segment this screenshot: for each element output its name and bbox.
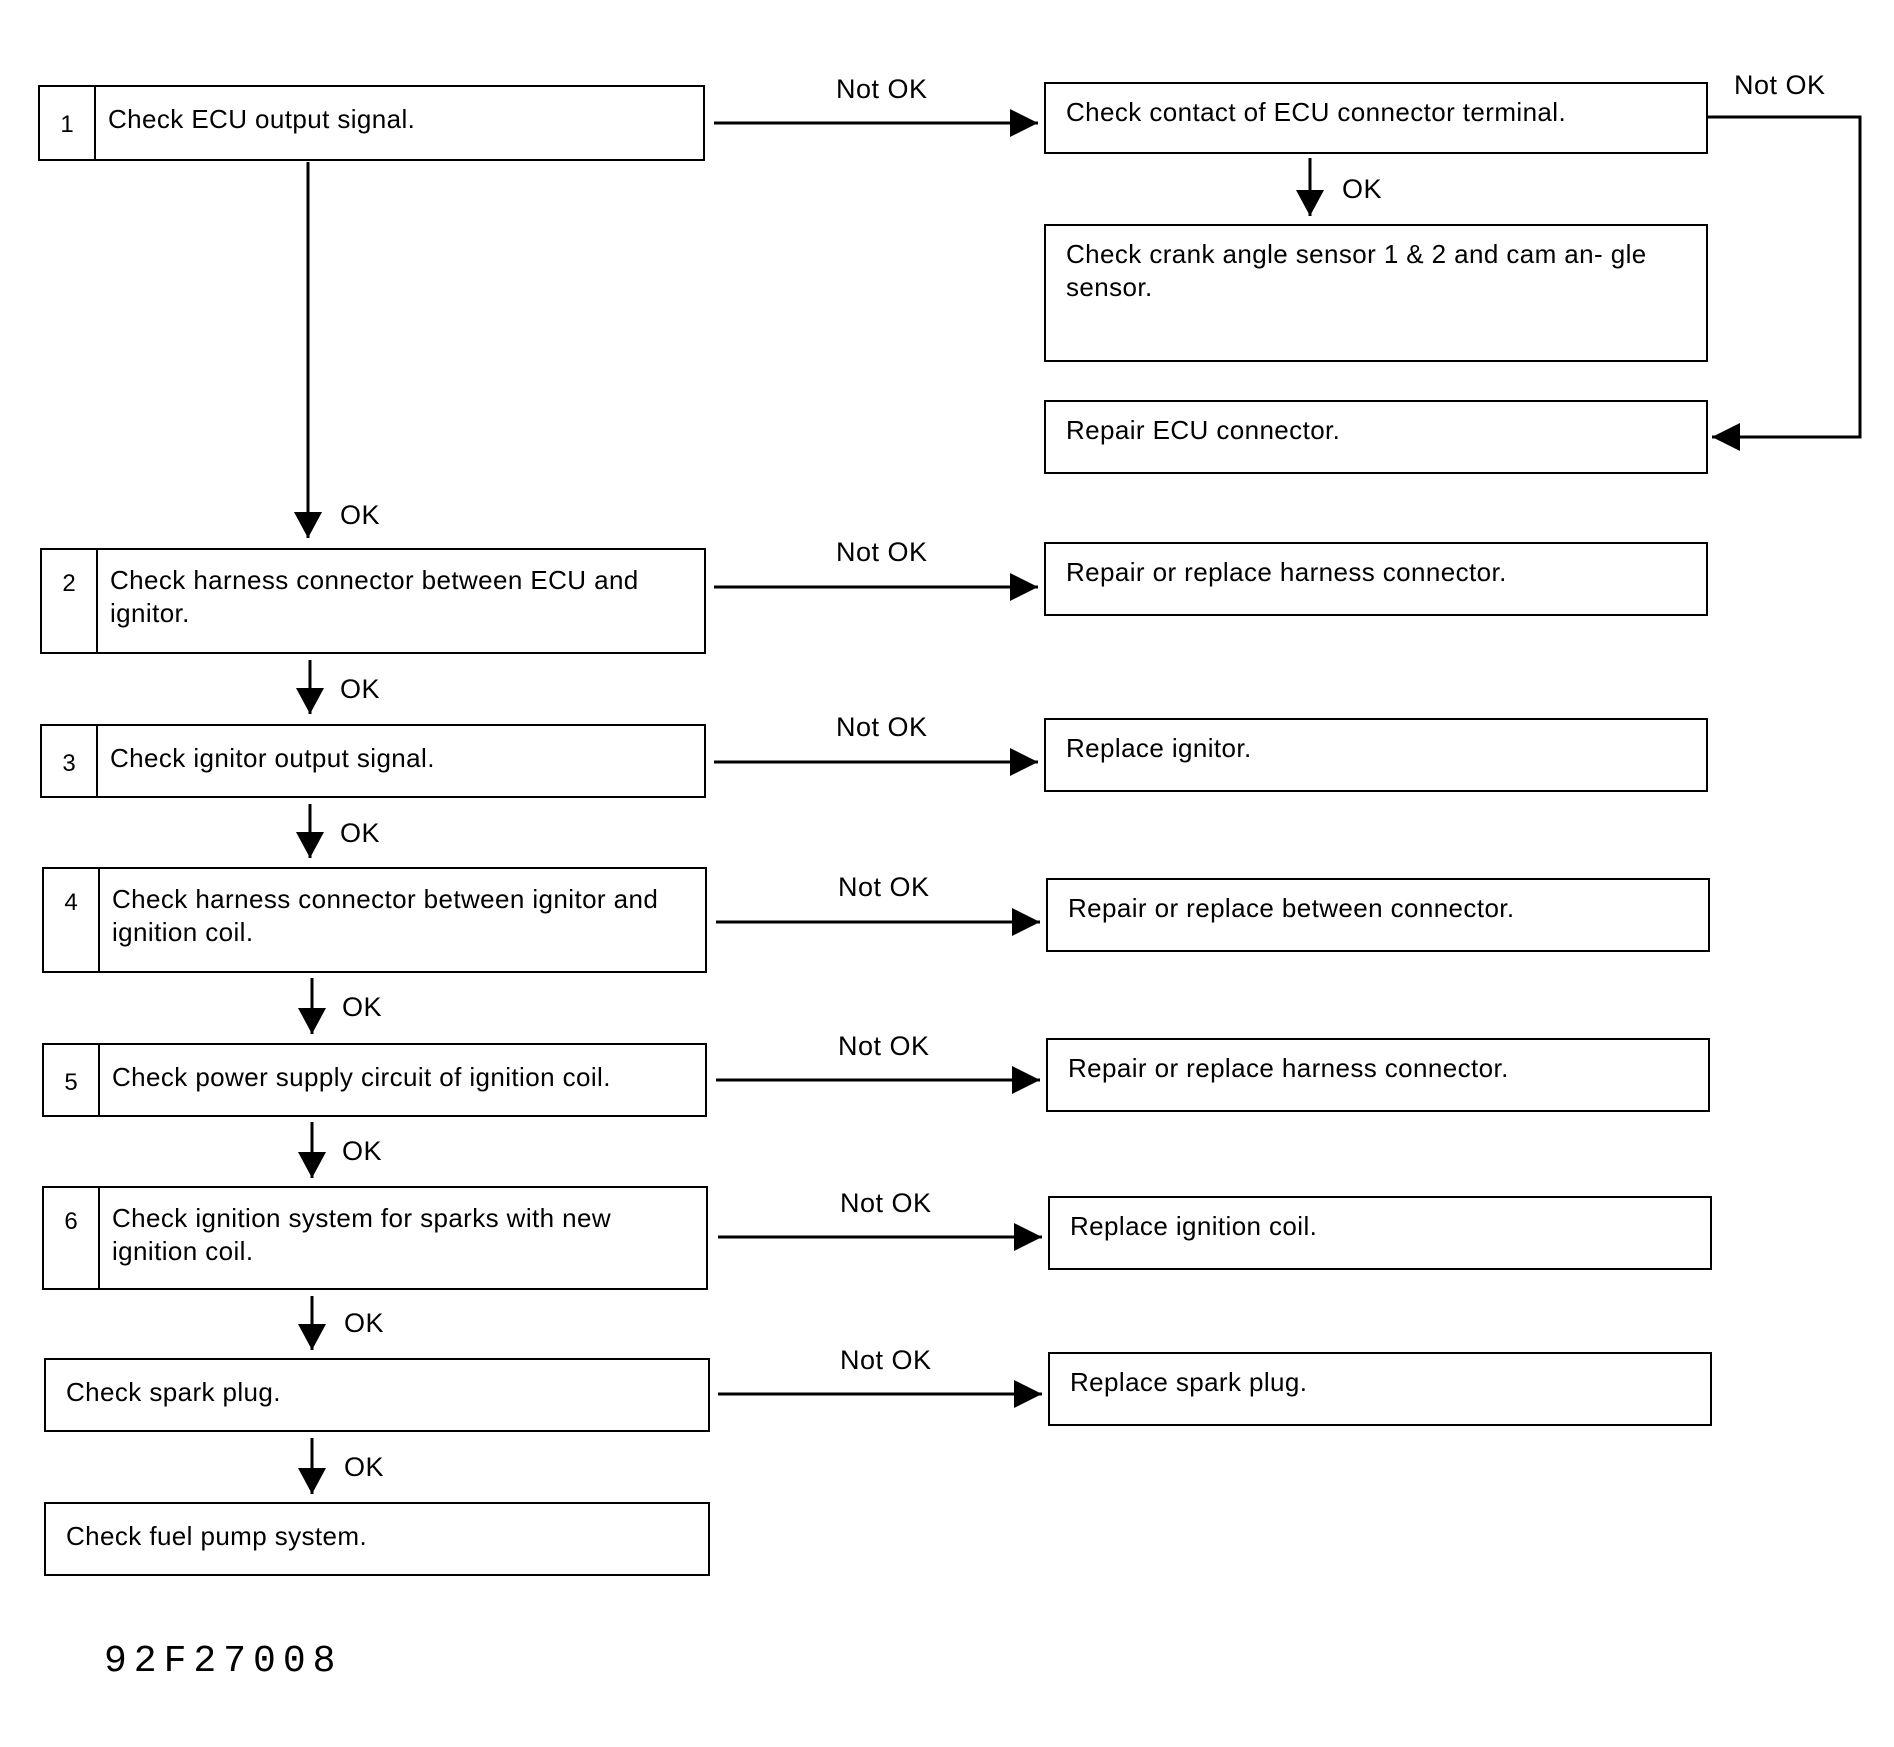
step-number: 1 bbox=[40, 87, 96, 159]
notok-label-1: Not OK bbox=[836, 74, 928, 104]
step-number: 3 bbox=[42, 726, 98, 796]
step-number: 5 bbox=[44, 1045, 100, 1115]
step-text: Check ignition system for sparks with ne… bbox=[112, 1203, 612, 1266]
result-5-box: Repair or replace harness connector. bbox=[1046, 1038, 1710, 1112]
notok-label-ecu: Not OK bbox=[1734, 70, 1826, 100]
result-text: Check crank angle sensor 1 & 2 and cam a… bbox=[1066, 239, 1647, 302]
notok-label-2: Not OK bbox=[836, 537, 928, 567]
ok-label-ecu: OK bbox=[1342, 174, 1383, 204]
ecu-connector-contact-box: Check contact of ECU connector terminal. bbox=[1044, 82, 1708, 154]
result-text: Check contact of ECU connector terminal. bbox=[1066, 97, 1567, 127]
step-text: Check harness connector between ECU and … bbox=[110, 565, 639, 628]
result-text: Replace spark plug. bbox=[1070, 1367, 1308, 1397]
result-6-box: Replace ignition coil. bbox=[1048, 1196, 1712, 1270]
step-number: 2 bbox=[42, 550, 98, 652]
fuel-pump-check-box: Check fuel pump system. bbox=[44, 1502, 710, 1576]
ok-label-4: OK bbox=[342, 992, 383, 1022]
step-2-box: 2 Check harness connector between ECU an… bbox=[40, 548, 706, 654]
step-number: 6 bbox=[44, 1188, 100, 1288]
step-text: Check fuel pump system. bbox=[66, 1521, 368, 1551]
step-1-box: 1 Check ECU output signal. bbox=[38, 85, 705, 161]
ok-label-6: OK bbox=[344, 1308, 385, 1338]
ok-label-2: OK bbox=[340, 674, 381, 704]
notok-label-4: Not OK bbox=[838, 872, 930, 902]
ok-label-3: OK bbox=[340, 818, 381, 848]
result-3-box: Replace ignitor. bbox=[1044, 718, 1708, 792]
step-text: Check power supply circuit of ignition c… bbox=[112, 1062, 611, 1092]
result-text: Repair or replace harness connector. bbox=[1066, 557, 1507, 587]
notok-label-3: Not OK bbox=[836, 712, 928, 742]
result-2-box: Repair or replace harness connector. bbox=[1044, 542, 1708, 616]
result-text: Replace ignitor. bbox=[1066, 733, 1252, 763]
step-text: Check spark plug. bbox=[66, 1377, 281, 1407]
spark-plug-check-box: Check spark plug. bbox=[44, 1358, 710, 1432]
step-3-box: 3 Check ignitor output signal. bbox=[40, 724, 706, 798]
notok-label-6: Not OK bbox=[840, 1188, 932, 1218]
notok-arrow-ecu-loop bbox=[1708, 115, 1862, 439]
step-text: Check ECU output signal. bbox=[108, 104, 416, 134]
figure-code: 92F27008 bbox=[104, 1640, 343, 1683]
result-text: Repair or replace between connector. bbox=[1068, 893, 1515, 923]
step-5-box: 5 Check power supply circuit of ignition… bbox=[42, 1043, 707, 1117]
notok-label-7: Not OK bbox=[840, 1345, 932, 1375]
step-6-box: 6 Check ignition system for sparks with … bbox=[42, 1186, 708, 1290]
step-text: Check ignitor output signal. bbox=[110, 743, 435, 773]
result-text: Replace ignition coil. bbox=[1070, 1211, 1318, 1241]
crank-angle-sensor-box: Check crank angle sensor 1 & 2 and cam a… bbox=[1044, 224, 1708, 362]
result-text: Repair ECU connector. bbox=[1066, 415, 1341, 445]
step-text: Check harness connector between ignitor … bbox=[112, 884, 659, 947]
result-4-box: Repair or replace between connector. bbox=[1046, 878, 1710, 952]
repair-ecu-connector-box: Repair ECU connector. bbox=[1044, 400, 1708, 474]
step-4-box: 4 Check harness connector between ignito… bbox=[42, 867, 707, 973]
ok-label-1: OK bbox=[340, 500, 381, 530]
result-text: Repair or replace harness connector. bbox=[1068, 1053, 1509, 1083]
ok-label-7: OK bbox=[344, 1452, 385, 1482]
result-7-box: Replace spark plug. bbox=[1048, 1352, 1712, 1426]
notok-label-5: Not OK bbox=[838, 1031, 930, 1061]
ok-label-5: OK bbox=[342, 1136, 383, 1166]
step-number: 4 bbox=[44, 869, 100, 971]
